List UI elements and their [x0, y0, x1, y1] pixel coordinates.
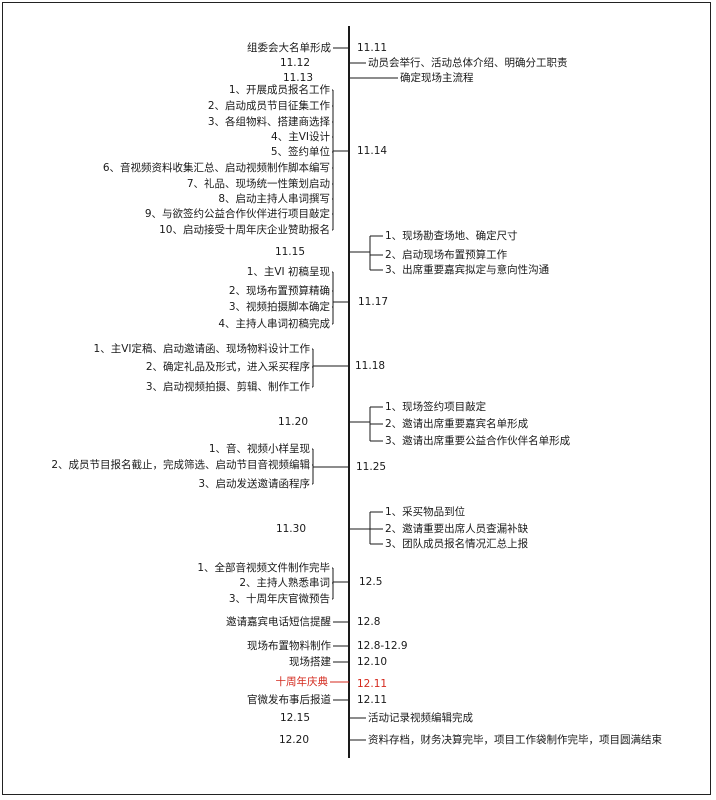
timeline-task: 官微发布事后报道	[247, 694, 331, 706]
timeline-task: 2、确定礼品及形式，进入采买程序	[145, 361, 310, 373]
timeline-task: 3、邀请出席重要公益合作伙伴名单形成	[385, 435, 571, 447]
timeline-task: 3、十周年庆官微预告	[228, 593, 330, 605]
timeline-task: 3、团队成员报名情况汇总上报	[385, 538, 529, 550]
timeline-task: 2、启动成员节目征集工作	[207, 100, 330, 112]
timeline-task: 5、签约单位	[270, 146, 330, 158]
timeline-task: 2、邀请重要出席人员查漏补缺	[385, 523, 529, 535]
timeline-date: 11.13	[282, 72, 313, 84]
timeline-task: 动员会举行、活动总体介绍、明确分工职责	[368, 57, 568, 69]
timeline-date: 12.8-12.9	[357, 640, 408, 652]
timeline-task: 2、现场布置预算精确	[228, 285, 330, 297]
timeline-task: 十周年庆典	[275, 676, 329, 688]
timeline-task: 3、视频拍摄脚本确定	[228, 301, 330, 313]
timeline-task: 2、启动现场布置预算工作	[385, 249, 508, 261]
timeline-task: 组委会大名单形成	[247, 42, 331, 54]
timeline-task: 1、现场勘查场地、确定尺寸	[385, 230, 518, 242]
timeline-date: 11.18	[355, 360, 386, 372]
timeline-date: 12.5	[359, 576, 383, 588]
timeline-task: 1、音、视频小样呈现	[208, 443, 310, 455]
timeline-date: 12.11	[357, 678, 388, 690]
timeline-date: 12.20	[278, 734, 309, 746]
timeline-task: 1、开展成员报名工作	[228, 84, 330, 96]
timeline-task: 3、出席重要嘉宾拟定与意向性沟通	[385, 264, 550, 276]
timeline-task: 6、音视频资料收集汇总、启动视频制作脚本编写	[102, 162, 330, 174]
timeline-date: 11.25	[356, 461, 387, 473]
timeline-date: 11.15	[274, 246, 305, 258]
timeline-task: 2、成员节目报名截止，完成筛选、启动节目音视频编辑	[51, 459, 310, 471]
timeline-task: 3、各组物料、搭建商选择	[207, 116, 330, 128]
timeline-date: 12.10	[357, 656, 388, 668]
timeline-task: 资料存档，财务决算完毕，项目工作袋制作完毕，项目圆满结束	[368, 734, 662, 746]
timeline-task: 活动记录视频编辑完成	[368, 712, 473, 724]
timeline-task: 现场搭建	[289, 656, 331, 668]
timeline-date: 11.14	[357, 145, 388, 157]
timeline-task: 4、主VI设计	[271, 131, 330, 143]
timeline-date: 11.12	[279, 57, 310, 69]
timeline-date: 11.17	[358, 296, 389, 308]
timeline-task: 现场布置物料制作	[247, 640, 331, 652]
timeline-date: 12.11	[357, 694, 388, 706]
timeline-task: 7、礼品、现场统一性策划启动	[186, 178, 330, 190]
timeline-task: 4、主持人串词初稿完成	[218, 318, 330, 330]
timeline-date: 11.11	[357, 42, 388, 54]
timeline-task: 2、主持人熟悉串词	[239, 577, 330, 589]
timeline-task: 3、启动发送邀请函程序	[198, 478, 310, 490]
timeline-date: 12.8	[357, 616, 381, 628]
timeline-task: 确定现场主流程	[400, 72, 474, 84]
timeline-task: 邀请嘉宾电话短信提醒	[226, 616, 331, 628]
timeline-task: 2、邀请出席重要嘉宾名单形成	[385, 418, 529, 430]
timeline-task: 10、启动接受十周年庆企业赞助报名	[159, 224, 330, 236]
timeline-task: 9、与欲签约公益合作伙伴进行项目敲定	[144, 208, 330, 220]
timeline-task: 1、现场签约项目敲定	[385, 401, 487, 413]
timeline-task: 3、启动视频拍摄、剪辑、制作工作	[145, 381, 310, 393]
timeline-date: 11.20	[277, 416, 308, 428]
timeline-task: 1、主VI 初稿呈现	[246, 266, 330, 278]
timeline-task: 1、全部音视频文件制作完毕	[197, 562, 330, 574]
timeline-task: 1、主VI定稿、启动邀请函、现场物料设计工作	[93, 343, 310, 355]
timeline-date: 12.15	[279, 712, 310, 724]
timeline-date: 11.30	[275, 523, 306, 535]
timeline-task: 8、启动主持人串词撰写	[218, 193, 330, 205]
timeline-spine	[348, 26, 350, 758]
timeline-task: 1、采买物品到位	[385, 506, 466, 518]
